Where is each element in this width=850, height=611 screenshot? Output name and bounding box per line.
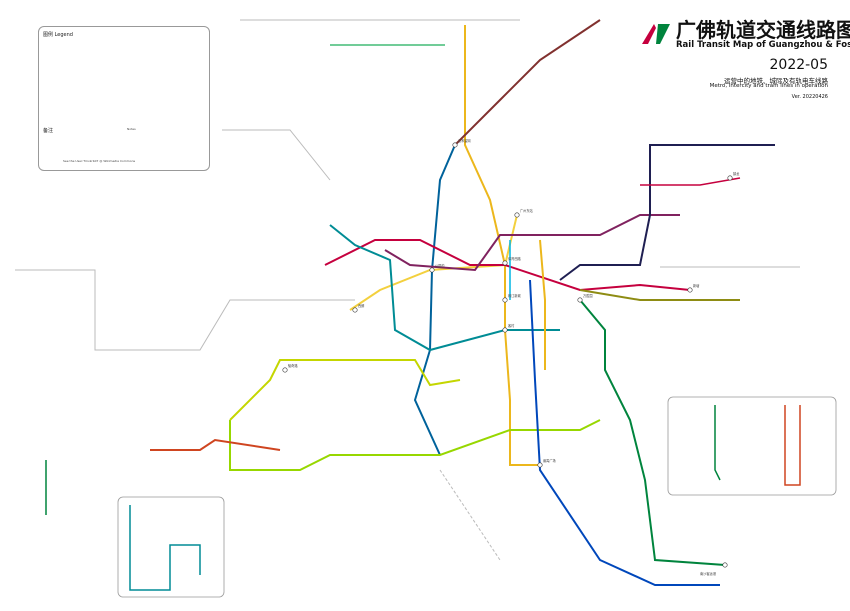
station-marker[interactable]: [429, 267, 435, 273]
station-label: 魁奇路: [288, 363, 298, 368]
station-label: 南沙客运港: [700, 571, 717, 576]
notes-title-cn: 备注: [43, 128, 54, 134]
station-label: 万胜围: [583, 293, 593, 298]
line-7: [229, 419, 601, 471]
inset-line-18: [784, 405, 801, 486]
legend-title: 图例 Legend: [43, 32, 73, 38]
inset-line-4: [714, 405, 721, 481]
line-18: [529, 279, 720, 586]
line-3: [464, 25, 540, 466]
source-text: See the User:Tmvkrb07 @ Wikimedia Common…: [63, 159, 136, 163]
inset-box-left: [117, 496, 225, 598]
station-marker[interactable]: [502, 297, 508, 303]
map-subtitle-en: Metro, intercity and tram lines in opera…: [709, 83, 828, 89]
line-4: [579, 299, 726, 566]
station-marker[interactable]: [727, 175, 733, 181]
station-label: 体育西路: [508, 256, 522, 261]
map-date: 2022-05: [769, 57, 829, 73]
stations-group: [282, 142, 733, 568]
map-version: Ver. 20220426: [791, 94, 828, 100]
station-marker[interactable]: [514, 212, 520, 218]
station-labels: 广州东站 体育西路 公园前 嘉禾望岗 珠江新城 客村 万胜围 番禺广场 西朗 魁…: [288, 138, 740, 576]
map-title-en: Rail Transit Map of Guangzhou & Foshan: [676, 40, 850, 50]
station-label: 镇龙: [733, 171, 740, 176]
legend-panel: 图例 Legend 备注 Notes See the User:Tmvkrb07…: [38, 26, 210, 171]
inset-box-right: [667, 396, 837, 496]
intercity-line-north: [222, 129, 331, 181]
station-label: 新塘: [693, 283, 700, 288]
line-2: [413, 144, 456, 456]
station-marker[interactable]: [722, 562, 728, 568]
line-guangfo: [229, 359, 461, 421]
station-marker[interactable]: [352, 307, 358, 313]
map-subtitle-cn: 运营中的地铁、城际及有轨电车线路: [724, 77, 828, 85]
station-marker[interactable]: [502, 260, 508, 266]
line-3-branch: [539, 239, 546, 370]
line-8: [329, 224, 560, 352]
station-label: 珠江新城: [508, 293, 522, 298]
station-label: 番禺广场: [543, 458, 556, 463]
station-label: 广州东站: [520, 208, 534, 213]
station-marker[interactable]: [452, 142, 458, 148]
notes-title-en: Notes: [127, 127, 136, 131]
station-label: 公园前: [435, 263, 445, 268]
line-21: [559, 144, 775, 281]
logo-icon: [642, 24, 670, 44]
line-6: [384, 214, 680, 272]
line-14: [454, 19, 601, 146]
line-5: [324, 239, 691, 292]
station-label: 嘉禾望岗: [458, 138, 471, 143]
station-marker[interactable]: [577, 297, 583, 303]
intercity-line-west: [15, 269, 355, 351]
map-title-cn: 广佛轨道交通线路图: [676, 18, 850, 42]
line-13: [579, 289, 740, 301]
intercity-line-south: [439, 469, 501, 561]
station-marker[interactable]: [282, 367, 288, 373]
station-marker[interactable]: [687, 287, 693, 293]
station-marker[interactable]: [537, 462, 543, 468]
inset-line-left: [129, 505, 201, 591]
station-marker[interactable]: [502, 327, 508, 333]
station-label: 客村: [508, 323, 515, 328]
line-tram-east: [640, 177, 741, 186]
station-label: 西朗: [358, 303, 364, 308]
line-22: [150, 438, 281, 451]
